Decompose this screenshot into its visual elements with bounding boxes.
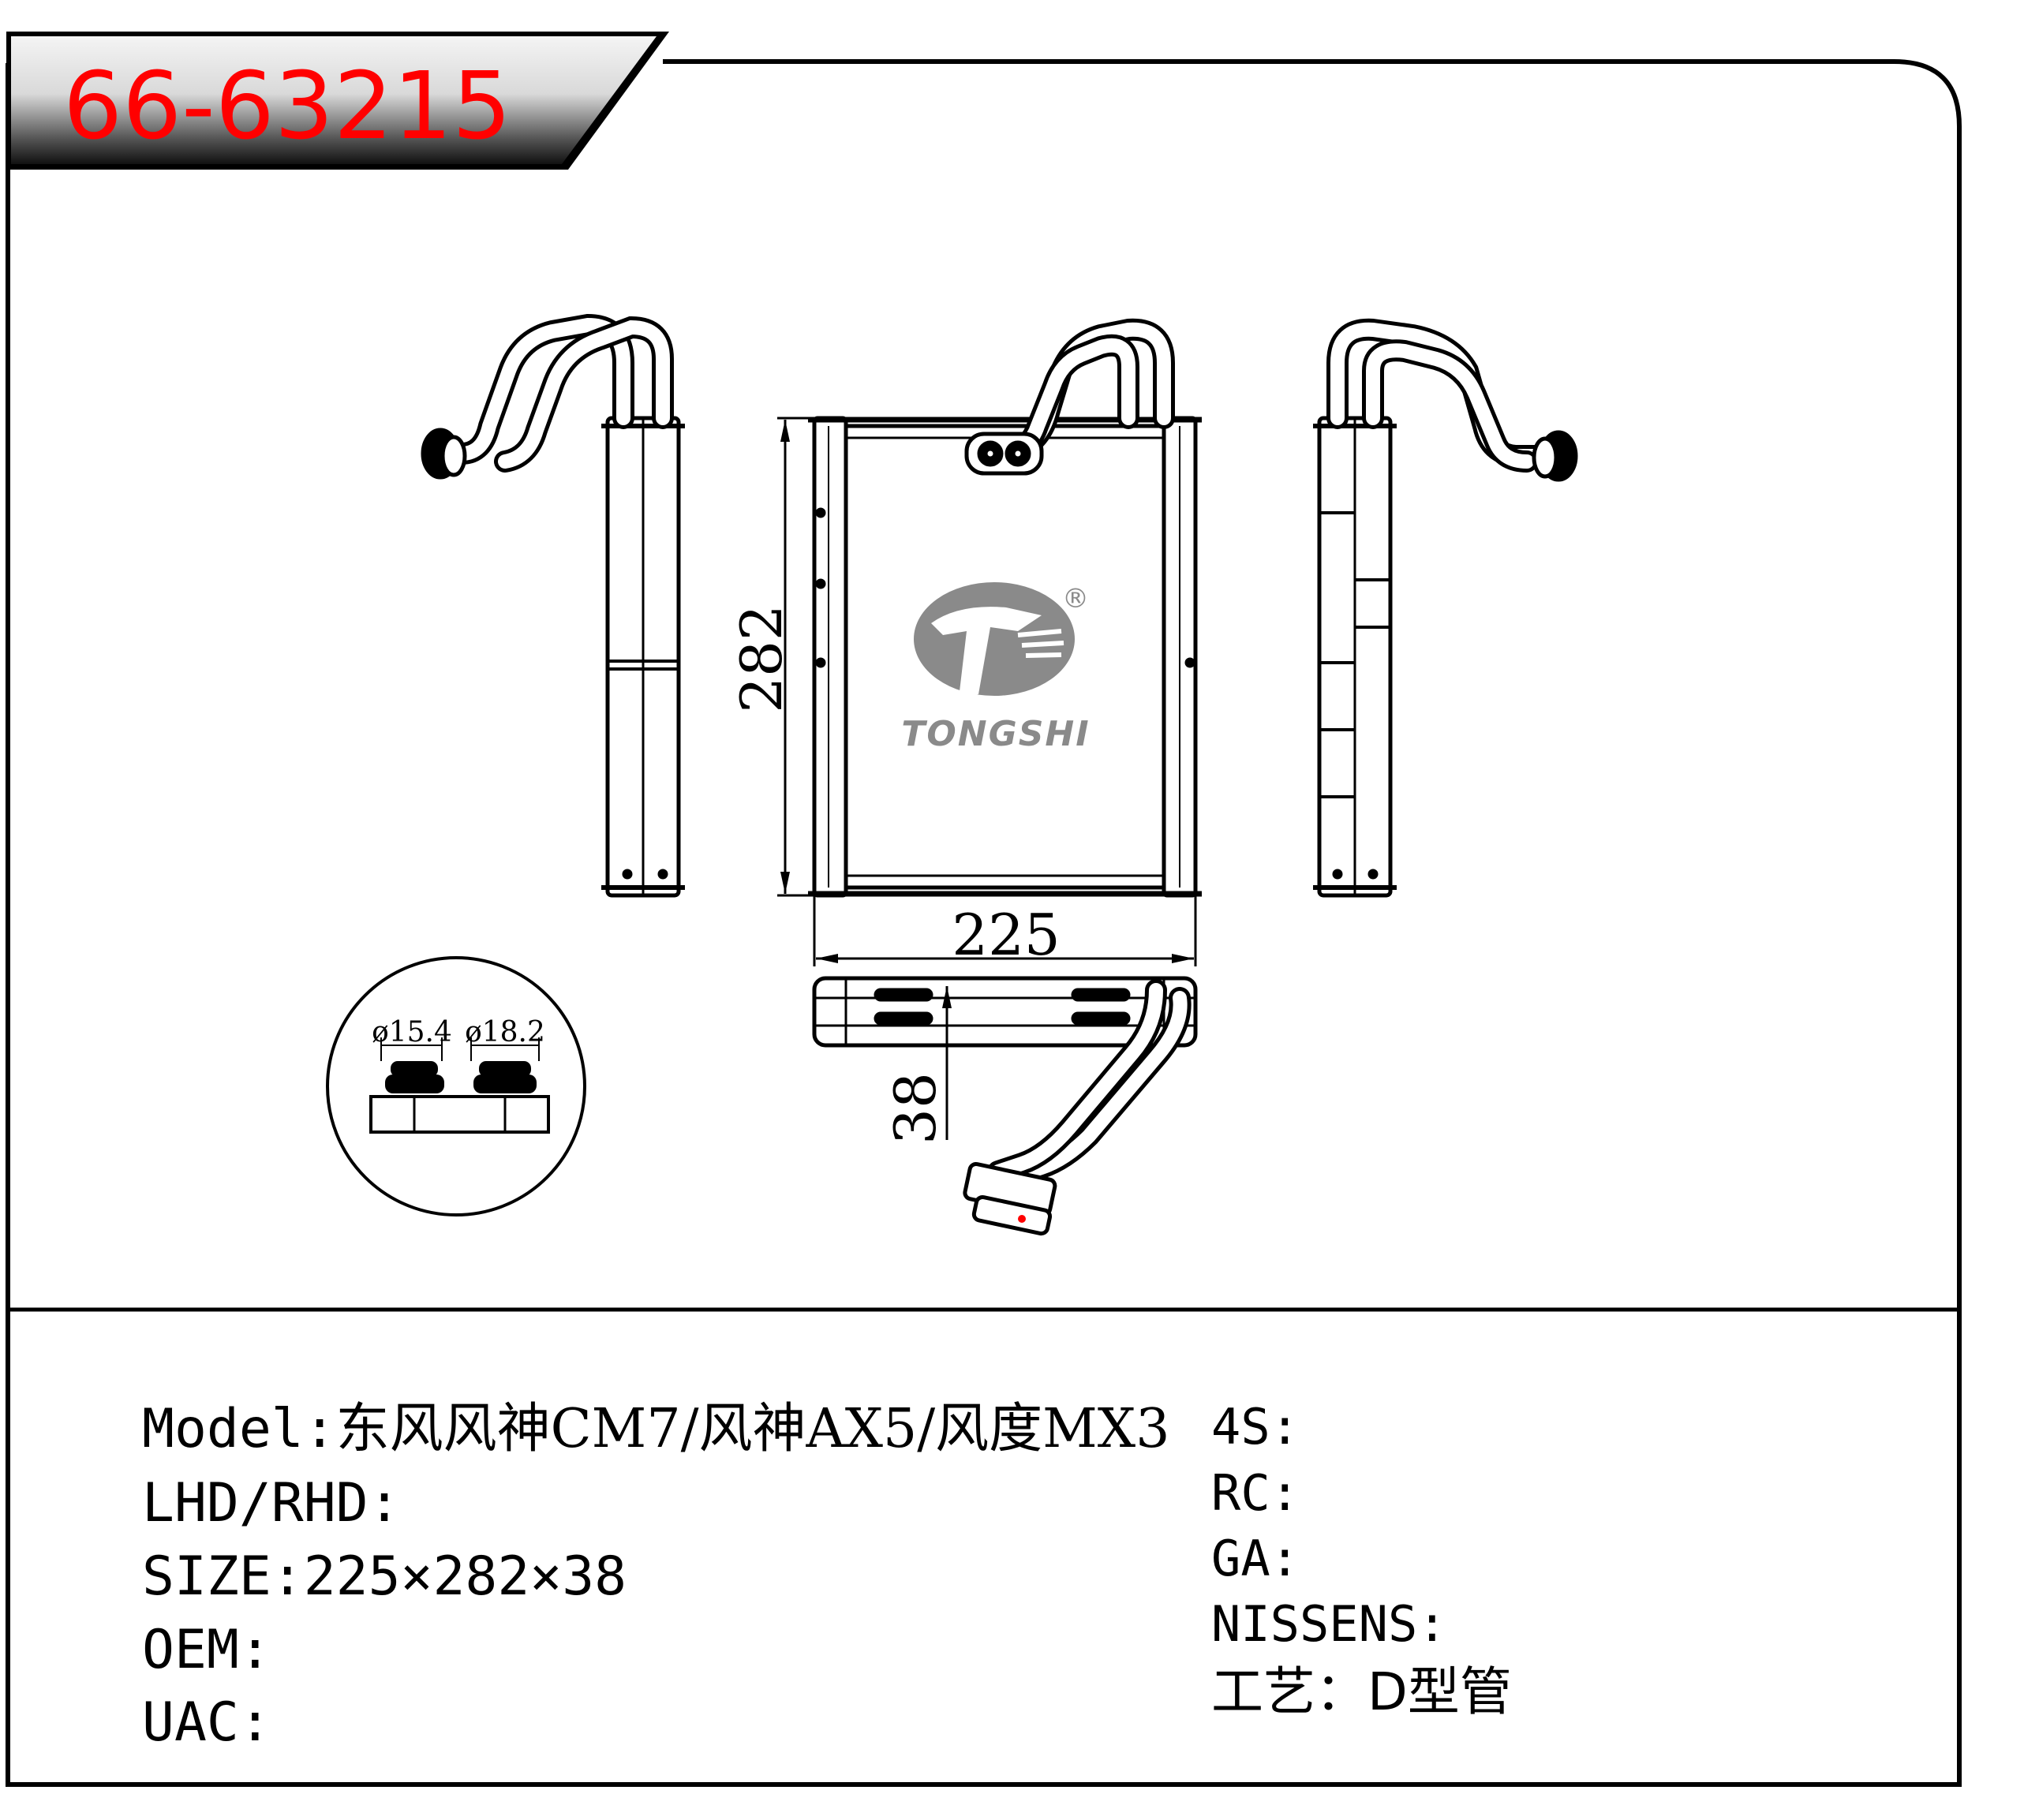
spec-uac-label: UAC <box>142 1691 239 1754</box>
spec-nissens-label: NISSENS <box>1211 1595 1418 1653</box>
spec-lhd-rhd: LHD/RHD: <box>142 1472 401 1534</box>
spec-ga: GA: <box>1211 1530 1300 1587</box>
front-view <box>808 318 1202 898</box>
spec-oem-label: OEM <box>142 1619 239 1681</box>
spec-oem: OEM: <box>142 1619 271 1681</box>
height-dimension <box>777 417 814 897</box>
left-side-view <box>421 313 685 898</box>
pipe-detail <box>326 956 586 1216</box>
spec-rc-label: RC <box>1211 1464 1270 1522</box>
part-number-banner: 66-63215 <box>6 32 669 170</box>
part-number: 66-63215 <box>63 51 511 160</box>
spec-model-label: Model <box>142 1398 304 1460</box>
spec-process-value: D型管 <box>1367 1661 1512 1722</box>
spec-nissens: NISSENS: <box>1211 1595 1447 1653</box>
right-side-view <box>1313 318 1578 898</box>
spec-model-value: 东风风神CM7/风神AX5/风度MX3 <box>335 1398 1170 1460</box>
pipe-diameter-2-label: ø18.2 <box>465 1016 545 1048</box>
logo-brand-text: TONGSHI <box>901 714 1090 754</box>
pipe-diameter-1-label: ø15.4 <box>372 1016 452 1048</box>
top-view <box>812 976 1198 1236</box>
spec-ga-label: GA <box>1211 1530 1270 1587</box>
spec-size: SIZE:225×282×38 <box>142 1545 627 1608</box>
depth-dimension-label: 38 <box>882 1072 948 1145</box>
spec-lhd-rhd-label: LHD/RHD <box>142 1472 369 1534</box>
spec-size-value: 225×282×38 <box>303 1545 627 1608</box>
width-dimension-label: 225 <box>952 902 1060 968</box>
spec-process-label: 工艺 <box>1211 1661 1315 1722</box>
outer-frame <box>6 59 1962 1787</box>
tongshi-logo: ® TONGSHI <box>901 582 1090 754</box>
spec-model: Model:东风风神CM7/风神AX5/风度MX3 <box>142 1398 1170 1460</box>
registered-mark: ® <box>1062 583 1089 615</box>
spec-rc: RC: <box>1211 1464 1300 1522</box>
spec-process: 工艺：D型管 <box>1211 1661 1512 1722</box>
spec-uac: UAC: <box>142 1691 271 1754</box>
width-dimension <box>813 895 1197 966</box>
spec-4s: 4S: <box>1211 1398 1300 1456</box>
height-dimension-label: 282 <box>728 604 795 712</box>
depth-dimension <box>942 986 952 1140</box>
spec-4s-label: 4S <box>1211 1398 1270 1456</box>
spec-size-label: SIZE <box>142 1545 271 1608</box>
